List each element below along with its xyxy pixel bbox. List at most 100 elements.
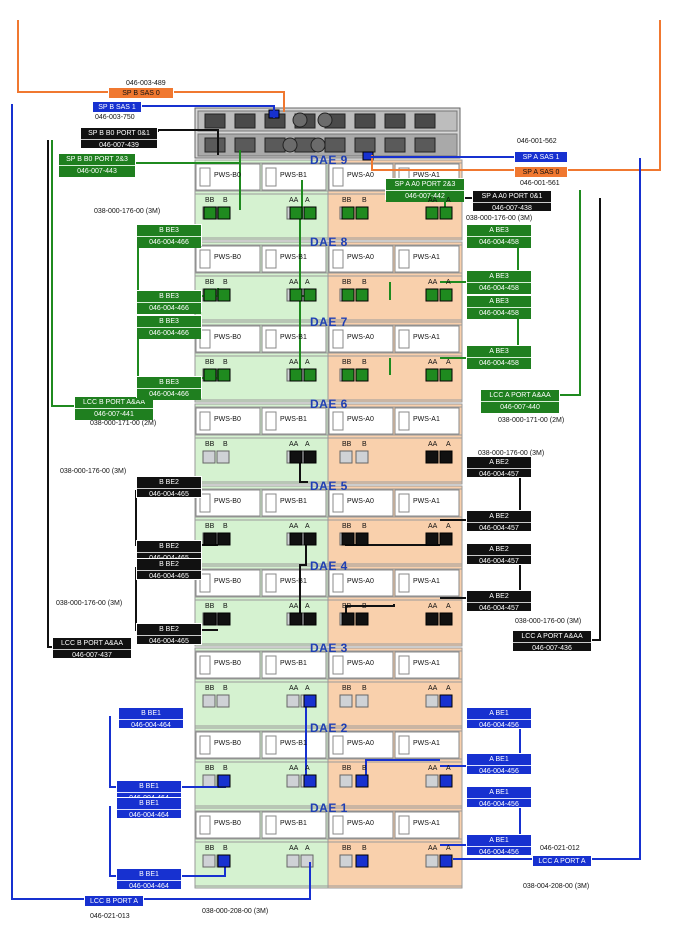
tag-line-1: A BE1	[489, 756, 509, 763]
dae-label-5: DAE 5	[310, 479, 348, 493]
tag-line-1: A BE2	[489, 546, 509, 553]
cable-connector	[217, 854, 231, 868]
dae-label-2: DAE 2	[310, 721, 348, 735]
power-supply-label-a0: PWS-A0	[347, 498, 374, 505]
power-supply-label-a1: PWS-A1	[413, 254, 440, 261]
power-supply-handle	[332, 493, 344, 513]
green-cable	[560, 190, 581, 396]
tag-line-2: 046-004-466	[137, 327, 201, 339]
power-supply-label-b1: PWS-B1	[280, 416, 307, 423]
cable-length-label: 038-000-176-00 (3M)	[466, 215, 533, 222]
cable-connector	[303, 612, 317, 626]
cable-connector	[425, 450, 439, 464]
cable-connector	[203, 612, 217, 626]
port-label-bb: BB	[342, 441, 352, 448]
port-label-b: B	[362, 441, 367, 448]
power-supply-label-a0: PWS-A0	[347, 254, 374, 261]
sas-port	[202, 450, 216, 464]
power-supply-band	[194, 162, 463, 192]
port-label-aa: AA	[289, 359, 299, 366]
port-label-aa: AA	[428, 441, 438, 448]
tag-line-2: 046-004-464	[117, 880, 181, 892]
port-label-bb: BB	[342, 359, 352, 366]
tag-line-1: B BE1	[141, 710, 161, 717]
power-supply-label-a0: PWS-A0	[347, 820, 374, 827]
sas-port	[202, 774, 216, 788]
power-supply-label-a0: PWS-A0	[347, 416, 374, 423]
cable-connector	[355, 288, 369, 302]
sp-slot	[264, 137, 286, 153]
tag-line-1: A BE1	[489, 789, 509, 796]
lcc-a-port-a-tag: LCC A PORT A	[532, 855, 592, 867]
sp-a-sas1-tag: SP A SAS 1	[514, 151, 568, 163]
cable-connector	[303, 774, 317, 788]
cable-connector	[303, 532, 317, 546]
power-supply-handle	[265, 411, 277, 431]
port-label-b: B	[362, 765, 367, 772]
sas-port	[425, 694, 439, 708]
port-label-aa: AA	[289, 279, 299, 286]
power-supply-label-b0: PWS-B0	[214, 740, 241, 747]
power-supply-handle	[199, 815, 211, 835]
power-supply-handle	[265, 573, 277, 593]
port-label-b: B	[362, 523, 367, 530]
cable-connector	[439, 774, 453, 788]
sp-a-sas1-part-number: 046-001-562	[517, 138, 557, 145]
power-supply-label-b0: PWS-B0	[214, 578, 241, 585]
tag-line-2: 046-004-456	[467, 846, 531, 858]
port-label-a: A	[446, 279, 451, 286]
sas-port	[425, 774, 439, 788]
power-supply-label-a0: PWS-A0	[347, 660, 374, 667]
sp-fan	[317, 112, 333, 128]
black-cable	[157, 129, 219, 155]
port-label-bb: BB	[205, 685, 215, 692]
sas-port	[425, 854, 439, 868]
power-supply-handle	[199, 493, 211, 513]
cable-connector	[439, 854, 453, 868]
port-label-a: A	[305, 603, 310, 610]
cable-connector	[439, 532, 453, 546]
sas-port	[286, 774, 300, 788]
port-label-bb: BB	[342, 279, 352, 286]
tag-line-2: 046-004-466	[137, 388, 201, 400]
port-label-b: B	[223, 279, 228, 286]
port-label-a: A	[446, 441, 451, 448]
tag-line-2: 046-004-457	[467, 522, 531, 534]
power-supply-handle	[199, 655, 211, 675]
power-supply-label-b0: PWS-B0	[214, 820, 241, 827]
power-supply-handle	[398, 655, 410, 675]
power-supply-handle	[398, 735, 410, 755]
lcc-b-port-a-tag: LCC B PORT A	[84, 895, 144, 907]
power-supply-label-b1: PWS-B1	[280, 334, 307, 341]
port-label-a: A	[305, 765, 310, 772]
tag-line-2: 046-004-464	[117, 809, 181, 821]
cable-connector	[289, 368, 303, 382]
power-supply-handle	[265, 735, 277, 755]
port-label-bb: BB	[205, 603, 215, 610]
cable-connector	[289, 532, 303, 546]
power-supply-handle	[398, 329, 410, 349]
port-label-a: A	[305, 845, 310, 852]
power-supply-handle	[265, 815, 277, 835]
power-supply-handle	[265, 249, 277, 269]
cable-connector	[203, 206, 217, 220]
port-label-aa: AA	[428, 523, 438, 530]
tag-line-1: A BE3	[489, 227, 509, 234]
power-supply-label-b1: PWS-B1	[280, 740, 307, 747]
tag-line-2: 046-004-465	[137, 488, 201, 500]
power-supply-handle	[332, 329, 344, 349]
port-label-aa: AA	[289, 845, 299, 852]
cable-connector	[425, 612, 439, 626]
dae-label-1: DAE 1	[310, 801, 348, 815]
power-supply-label-a0: PWS-A0	[347, 334, 374, 341]
tag-line-2: 046-004-456	[467, 798, 531, 810]
power-supply-label-a1: PWS-A1	[413, 578, 440, 585]
power-supply-handle	[199, 411, 211, 431]
power-supply-label-b0: PWS-B0	[214, 334, 241, 341]
tag-line-2: 046-004-458	[467, 282, 531, 294]
blue-cable	[453, 158, 641, 860]
power-supply-label-b0: PWS-B0	[214, 172, 241, 179]
